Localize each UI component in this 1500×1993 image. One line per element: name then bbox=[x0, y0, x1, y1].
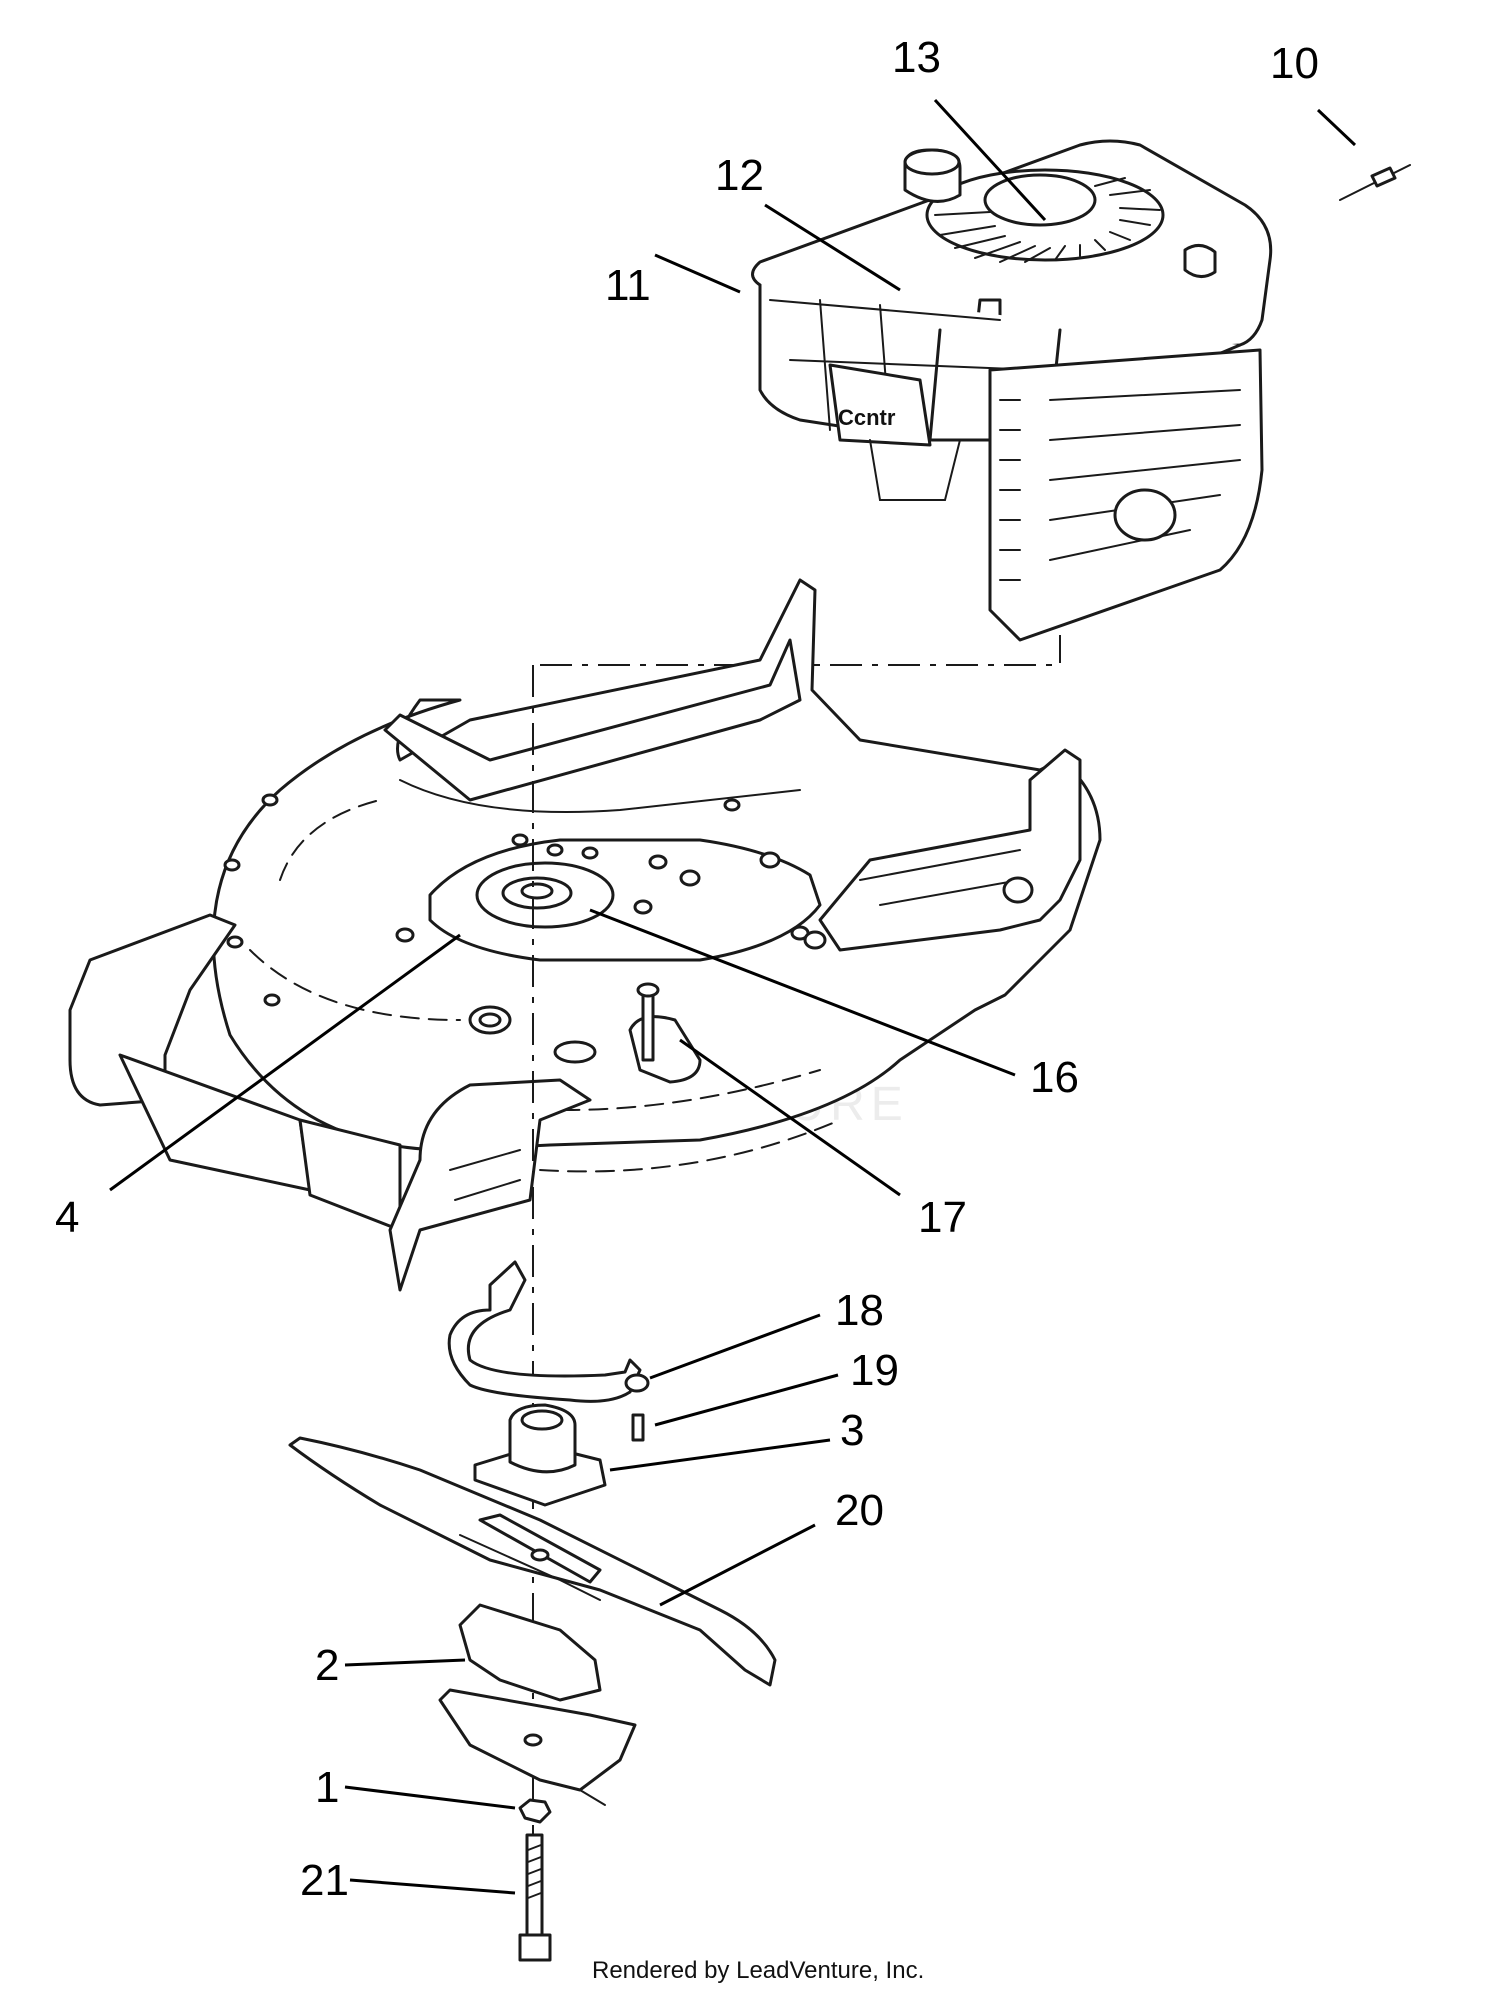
leader-16 bbox=[589, 908, 1016, 1077]
callout-13: 13 bbox=[892, 33, 941, 82]
callout-17: 17 bbox=[918, 1193, 967, 1242]
leader-10 bbox=[1316, 108, 1357, 147]
part-10-wire bbox=[1339, 164, 1411, 201]
part-18-baffle bbox=[447, 1260, 642, 1403]
leader-lines bbox=[109, 98, 1357, 1895]
callout-11: 11 bbox=[605, 261, 651, 310]
callout-4: 4 bbox=[55, 1193, 79, 1242]
leader-20 bbox=[659, 1523, 816, 1607]
callout-2: 2 bbox=[315, 1641, 339, 1690]
leader-18 bbox=[649, 1313, 821, 1380]
part-1-nut bbox=[518, 1798, 552, 1824]
bolt-17 bbox=[636, 982, 660, 1062]
callout-18: 18 bbox=[835, 1286, 884, 1335]
part-3-adapter bbox=[473, 1403, 607, 1507]
leader-4 bbox=[109, 933, 461, 1192]
leader-2 bbox=[344, 1658, 466, 1667]
callout-3: 3 bbox=[840, 1406, 864, 1455]
callout-16: 16 bbox=[1030, 1053, 1079, 1102]
engine: Ccntr bbox=[751, 139, 1273, 642]
callout-12: 12 bbox=[715, 151, 764, 200]
render-credit: Rendered by LeadVenture, Inc. bbox=[592, 1957, 924, 1984]
callout-10: 10 bbox=[1270, 39, 1319, 88]
leader-3 bbox=[609, 1438, 831, 1472]
part-20-blade bbox=[288, 1436, 777, 1687]
engine-mount-centerline bbox=[540, 635, 1061, 666]
leader-13 bbox=[933, 98, 1047, 222]
mower-deck bbox=[68, 578, 1102, 1292]
part-21-bolt bbox=[518, 1833, 552, 1962]
leader-21 bbox=[349, 1878, 516, 1895]
leader-11 bbox=[654, 253, 741, 294]
leader-19 bbox=[654, 1373, 839, 1427]
callout-21: 21 bbox=[300, 1856, 349, 1905]
callout-1: 1 bbox=[315, 1763, 339, 1812]
engine-brand-label: Ccntr bbox=[838, 405, 896, 430]
leader-12 bbox=[764, 203, 901, 292]
leader-17 bbox=[679, 1038, 901, 1197]
callout-numbers: 10 13 12 11 16 4 17 18 19 3 20 2 1 21 bbox=[55, 33, 1319, 1905]
callout-19: 19 bbox=[850, 1346, 899, 1395]
part-2-stiffener bbox=[438, 1603, 637, 1806]
callout-20: 20 bbox=[835, 1486, 884, 1535]
part-19-screw bbox=[631, 1413, 645, 1442]
leader-1 bbox=[344, 1785, 516, 1810]
